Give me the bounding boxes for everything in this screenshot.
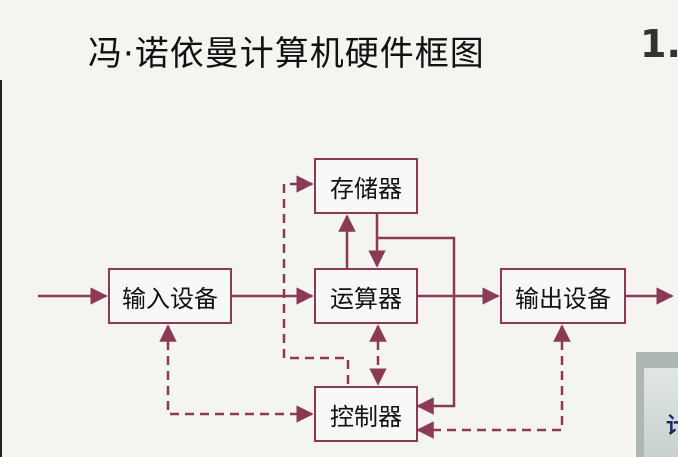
alu-box: 运算器 bbox=[314, 268, 418, 324]
input-device-box: 输入设备 bbox=[108, 268, 232, 324]
output-device-box: 输出设备 bbox=[500, 268, 626, 324]
left-border-line bbox=[0, 80, 2, 457]
section-number: 1. bbox=[640, 22, 678, 66]
inset-glyph: 计 bbox=[666, 414, 678, 439]
slide-title: 冯·诺依曼计算机硬件框图 bbox=[88, 34, 485, 74]
control-input-dashed bbox=[159, 324, 314, 423]
video-inset-thumbnail: 计 bbox=[636, 352, 678, 457]
inset-panel bbox=[644, 368, 678, 457]
control-unit-box: 控制器 bbox=[314, 386, 418, 442]
control-output-dashed bbox=[416, 324, 571, 439]
memory-box: 存储器 bbox=[314, 158, 418, 214]
